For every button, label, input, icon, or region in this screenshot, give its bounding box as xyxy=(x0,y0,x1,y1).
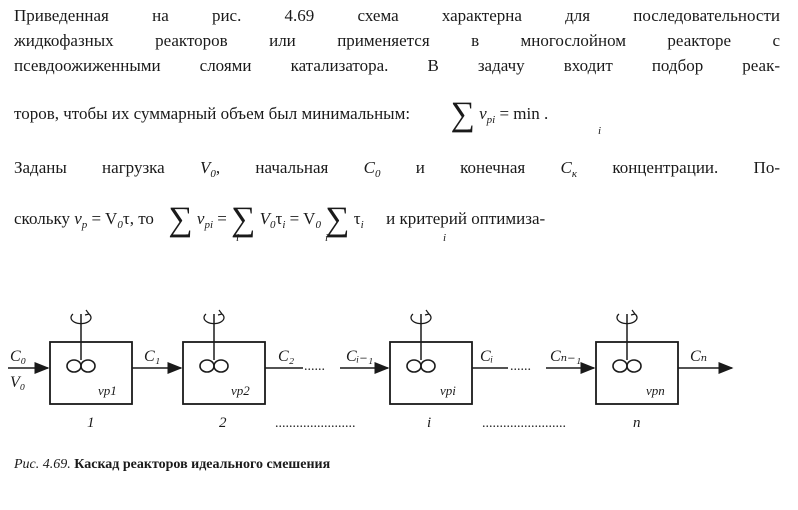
sum-symbol-3: ∑ xyxy=(231,201,256,238)
label-Ci: Cᵢ xyxy=(480,348,493,365)
sum-symbol-4: ∑ xyxy=(325,201,350,238)
formula-v2-sub: pi xyxy=(204,219,214,232)
formula-V0tau-sub: 0 xyxy=(117,219,123,232)
formula-tau-i-2: τ xyxy=(353,209,361,228)
formula-tau-i: τ xyxy=(275,209,283,228)
text-line-1-content: Приведенная на рис. 4.69 схема характерн… xyxy=(14,6,780,25)
reactor-2-volume: vp2 xyxy=(231,383,250,398)
text-line-6: скольку vp = V0τ, то ∑ vpi = ∑ V0τi = V0… xyxy=(14,197,546,237)
ellipsis-1: ...... xyxy=(304,359,325,374)
formula-V0-sub: 0 xyxy=(210,168,216,181)
formula-eq-V0-2: = V xyxy=(289,209,316,228)
reactor-n: vpn xyxy=(595,309,679,405)
formula-C0-sub: 0 xyxy=(374,168,381,181)
reactor-2-number: 2 xyxy=(219,415,227,431)
figure-caption: Рис. 4.69. Каскад реакторов идеального с… xyxy=(14,457,330,473)
formula-sub-pi: pi xyxy=(486,114,496,127)
label-C0: C₀ xyxy=(10,348,26,365)
formula-tau-i-sub: i xyxy=(282,219,286,232)
reactor-1: vp1 xyxy=(49,309,133,405)
figure-caption-title: Каскад реакторов идеального смешения xyxy=(74,457,331,472)
label-Cn: Cₙ xyxy=(690,348,707,365)
text-line-6-prefix: скольку xyxy=(14,209,70,228)
numbering-dots-2: ........................ xyxy=(482,416,566,431)
reactor-1-number: 1 xyxy=(87,415,95,431)
text-line-4: торов, чтобы их суммарный объем был мини… xyxy=(14,92,549,132)
text-line-5-b: , начальная xyxy=(215,158,329,177)
sum-symbol: ∑ xyxy=(450,96,475,133)
text-line-5: Заданы нагрузка V0, начальная C0 и конеч… xyxy=(14,158,780,180)
sum-symbol-2: ∑ xyxy=(168,201,193,238)
formula-tau: τ xyxy=(122,209,130,228)
reactor-i: vpi xyxy=(389,309,473,405)
label-Ci-1: Cᵢ₋₁ xyxy=(346,348,373,365)
ellipsis-2: ...... xyxy=(510,359,531,374)
formula-C0: C xyxy=(363,158,375,177)
reactor-2: vp2 xyxy=(182,309,266,405)
reactor-i-number: i xyxy=(427,415,431,431)
text-line-5-c: и конечная xyxy=(415,158,526,177)
reactor-cascade-diagram: C₀ V₀ vp1 C₁ vp2 C₂ ...... Cᵢ₋₁ vpi Cᵢ .… xyxy=(8,309,734,431)
sum-index-i-2: i xyxy=(236,232,240,244)
reactor-n-volume: vpn xyxy=(646,383,665,398)
formula-eq-V0: = V xyxy=(91,209,118,228)
formula-eq-2: = xyxy=(217,209,227,228)
formula-V0-2: V xyxy=(259,209,270,228)
reactor-n-number: n xyxy=(633,415,641,431)
text-line-5-a: Заданы нагрузка xyxy=(14,158,165,177)
formula-vp: v xyxy=(74,209,82,228)
text-line-2: жидкофазных реакторов или применяется в … xyxy=(14,31,780,51)
text-line-6-suffix: и критерий оптимиза- xyxy=(386,209,546,228)
formula-V0-2-sub: 0 xyxy=(270,219,276,232)
sum-index-i-4: i xyxy=(443,232,447,244)
label-Cn-1: Cₙ₋₁ xyxy=(550,348,581,365)
formula-v: v xyxy=(479,104,487,123)
text-line-3: псевдоожиженными слоями катализатора. В … xyxy=(14,56,780,76)
formula-equals-min: = min . xyxy=(499,104,549,123)
text-line-6-mid: , то xyxy=(129,209,154,228)
label-C2: C₂ xyxy=(278,348,295,365)
figure-caption-prefix: Рис. 4.69. xyxy=(14,457,71,472)
reactor-i-volume: vpi xyxy=(440,383,456,398)
label-C1: C₁ xyxy=(144,348,160,365)
formula-Ck-sub: к xyxy=(571,168,578,181)
reactor-1-volume: vp1 xyxy=(98,383,117,398)
formula-vp-sub: p xyxy=(81,219,88,232)
numbering-dots-1: ....................... xyxy=(275,416,356,431)
text-line-4-prefix: торов, чтобы их суммарный объем был мини… xyxy=(14,104,411,123)
text-line-3-content: псевдоожиженными слоями катализатора. В … xyxy=(14,56,780,75)
text-line-2-content: жидкофазных реакторов или применяется в … xyxy=(14,31,780,50)
sum-index-i-3: i xyxy=(325,232,329,244)
formula-V0: V xyxy=(200,158,211,177)
formula-Ck: C xyxy=(560,158,572,177)
text-line-5-content: Заданы нагрузка V0, начальная C0 и конеч… xyxy=(14,158,780,180)
sum-index-i: i xyxy=(598,125,602,137)
formula-tau-i-2-sub: i xyxy=(360,219,364,232)
text-line-5-d: концентрации. По- xyxy=(612,158,780,177)
label-V0: V₀ xyxy=(10,374,25,391)
formula-v2: v xyxy=(196,209,205,228)
formula-V0-3-sub: 0 xyxy=(315,219,321,232)
text-line-1: Приведенная на рис. 4.69 схема характерн… xyxy=(14,6,780,26)
